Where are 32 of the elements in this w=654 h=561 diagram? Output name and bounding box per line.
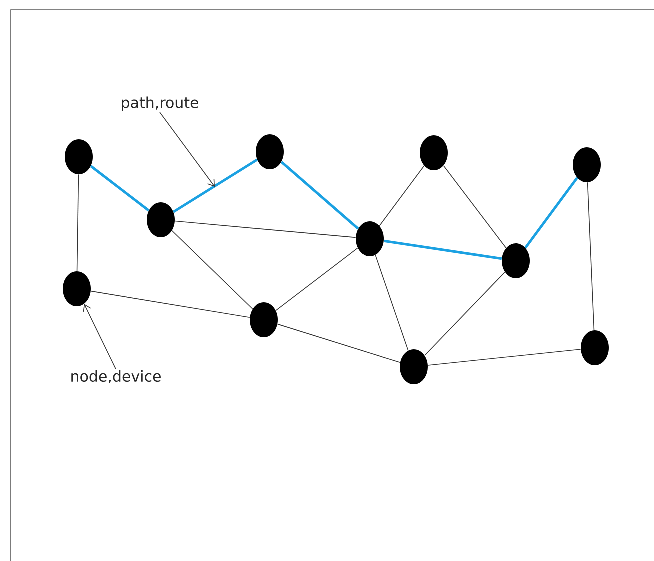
leader-line <box>83 304 116 370</box>
link-line <box>174 220 356 238</box>
node-dot <box>256 134 284 170</box>
node-dot <box>65 140 93 174</box>
link-line <box>443 165 507 249</box>
node-dot <box>502 244 530 278</box>
link-line <box>90 290 250 318</box>
link-line <box>375 254 409 352</box>
path-line <box>524 177 578 249</box>
node-dot <box>147 202 175 238</box>
node-dot <box>581 330 609 366</box>
path-line <box>173 158 258 214</box>
leader-line <box>160 112 215 187</box>
node-dot <box>420 136 448 170</box>
link-line <box>424 272 506 356</box>
path-line <box>384 240 502 260</box>
node-dot <box>400 350 428 384</box>
node-dot <box>356 222 384 256</box>
path-line <box>280 161 360 230</box>
link-line <box>277 324 401 364</box>
callout-text: node,device <box>72 370 161 384</box>
node-dot <box>573 148 601 182</box>
link-line <box>587 182 595 331</box>
link-line <box>76 174 80 272</box>
node-dot <box>63 272 91 306</box>
link-line <box>172 230 254 310</box>
callout-text: path,route <box>122 96 198 112</box>
link-line <box>428 349 582 366</box>
link-line <box>276 248 358 312</box>
node-dot <box>250 302 278 338</box>
link-line <box>379 166 425 226</box>
path-line <box>90 165 150 212</box>
